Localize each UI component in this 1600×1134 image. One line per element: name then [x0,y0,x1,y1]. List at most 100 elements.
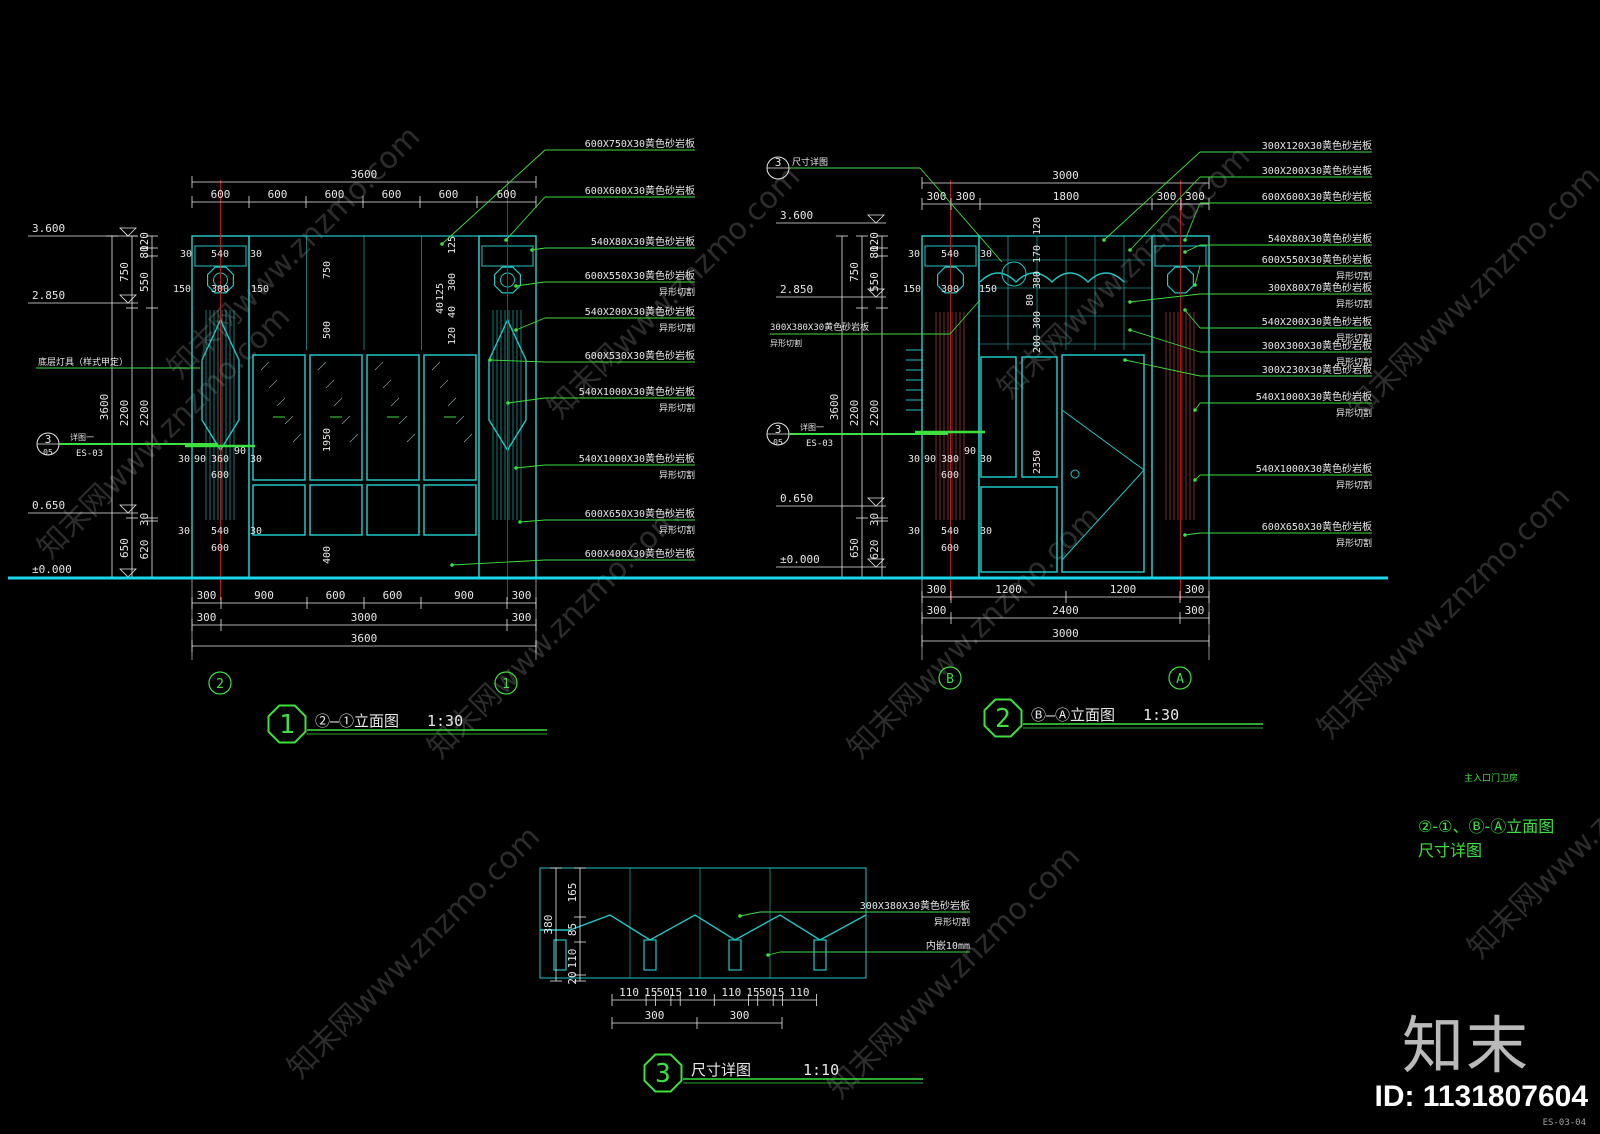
dim-text: 110 [721,986,741,999]
leader-dot [1183,533,1187,537]
door-panel [980,356,1017,478]
glass-hatch [268,379,278,389]
level-triangle [867,497,885,507]
dim-text: 15 [644,986,657,999]
axis-label: B [946,672,954,687]
dim-text: 900 [254,589,274,602]
dim-text: 15 [746,986,759,999]
inner-dim: 380 [1032,271,1043,289]
leader-line [515,317,546,331]
inner-dim: 400 [322,546,333,564]
col-dim: 90 [964,446,976,457]
level-label: 3.600 [780,209,813,222]
glass-panel-lower [309,484,363,536]
dim-text: 3600 [828,394,841,421]
dim-text: 300 [512,611,532,624]
col-dim: 540 [941,526,959,537]
inner-dim: 300 [447,273,458,291]
glass-hatch [390,397,400,407]
dim-text: 30 [868,513,881,526]
inner-dim: 300 [1032,311,1043,329]
leader-dot [1128,328,1132,332]
leader-dot [738,914,742,918]
leader-dot [1193,408,1197,412]
dim-text: 3000 [1052,169,1079,182]
glass-hatch [325,379,335,389]
note-leader [949,299,981,335]
section-code: ES-03 [76,449,103,459]
dim-text: 15 [771,986,784,999]
dim-text: 85 [566,923,579,936]
material-label: 300X120X30黄色砂岩板 [1262,139,1372,152]
glass-hatch [341,415,351,425]
axis-bubble [208,671,232,695]
leader-line [1184,532,1201,536]
title-octagon [643,1053,683,1093]
detail-ref-leader [919,167,1003,263]
dim-text: 600 [325,188,345,201]
watermark-text: 知末网www.znzmo.com [161,119,427,385]
level-triangle [119,568,137,578]
level-label: ±0.000 [780,553,820,566]
material-sublabel: 异形切割 [1336,356,1372,368]
axis-bubble [938,666,962,690]
axis-bubble [1168,666,1192,690]
detail-tooth [643,939,657,971]
axis-label: 1 [502,677,510,692]
inner-dim: 200 [1032,335,1043,353]
watermark-brand: 知末 [1401,1009,1530,1082]
detail-ref-label: 尺寸详图 [792,156,828,168]
inner-dim: 1950 [322,428,333,452]
note-left: 底层灯具（样式甲定） [38,356,128,368]
dim-text: 3600 [351,168,378,181]
dim-text: 600 [326,589,346,602]
level-label: ±0.000 [32,563,72,576]
leader-dot [514,466,518,470]
col-dim: 360 [211,454,229,465]
leader-dot [450,563,454,567]
dim-text: 600 [497,188,517,201]
dim-text: 120 [868,232,881,252]
level-triangle [119,294,137,304]
title-block-caption: ②-①、Ⓑ-Ⓐ立面图 尺寸详图 [1418,815,1554,863]
watermark-text: 知末网www.znzmo.com [281,819,547,1085]
dim-text: 600 [382,188,402,201]
material-sublabel: 异形切割 [659,524,695,536]
glass-hatch [406,433,416,443]
col-dim: 300 [211,284,229,295]
material-label: 600X600X30黄色砂岩板 [585,184,695,197]
leader-line [1129,176,1201,251]
section-code: ES-03 [806,439,833,449]
dim-text: 300 [927,190,947,203]
leader-line [507,397,546,404]
leader-dot [1183,308,1187,312]
material-label: 540X80X30黄色砂岩板 [1268,232,1372,245]
material-label: 300X300X30黄色砂岩板 [1262,339,1372,352]
col-dim: 150 [979,284,997,295]
col-dim: 30 [180,249,192,260]
leader-line [1129,293,1201,303]
material-sublabel: 异形切割 [659,286,695,298]
detail-zigzag [540,914,867,941]
door-panel-lower [980,486,1058,573]
axis-label: 2 [216,677,224,692]
dim-text: 300 [730,1009,750,1022]
material-label: 600X650X30黄色砂岩板 [1262,520,1372,533]
level-triangle [867,558,885,568]
sheet-number: ES-03-04 [1542,1118,1586,1128]
material-sublabel: 异形切割 [1336,537,1372,549]
dim-text: 300 [512,589,532,602]
glass-hatch [463,433,473,443]
leader-line [519,519,546,523]
material-label: 540X1000X30黄色砂岩板 [1256,390,1372,403]
material-sublabel: 异形切割 [934,916,970,928]
material-label: 内嵌10mm [926,939,970,952]
title-number: 3 [655,1059,671,1089]
leader-dot [1128,248,1132,252]
level-label: 0.650 [32,499,65,512]
leader-line [441,149,546,245]
leader-dot [530,248,534,252]
dim-text: 600 [268,188,288,201]
inner-dim: 125 [435,283,446,301]
